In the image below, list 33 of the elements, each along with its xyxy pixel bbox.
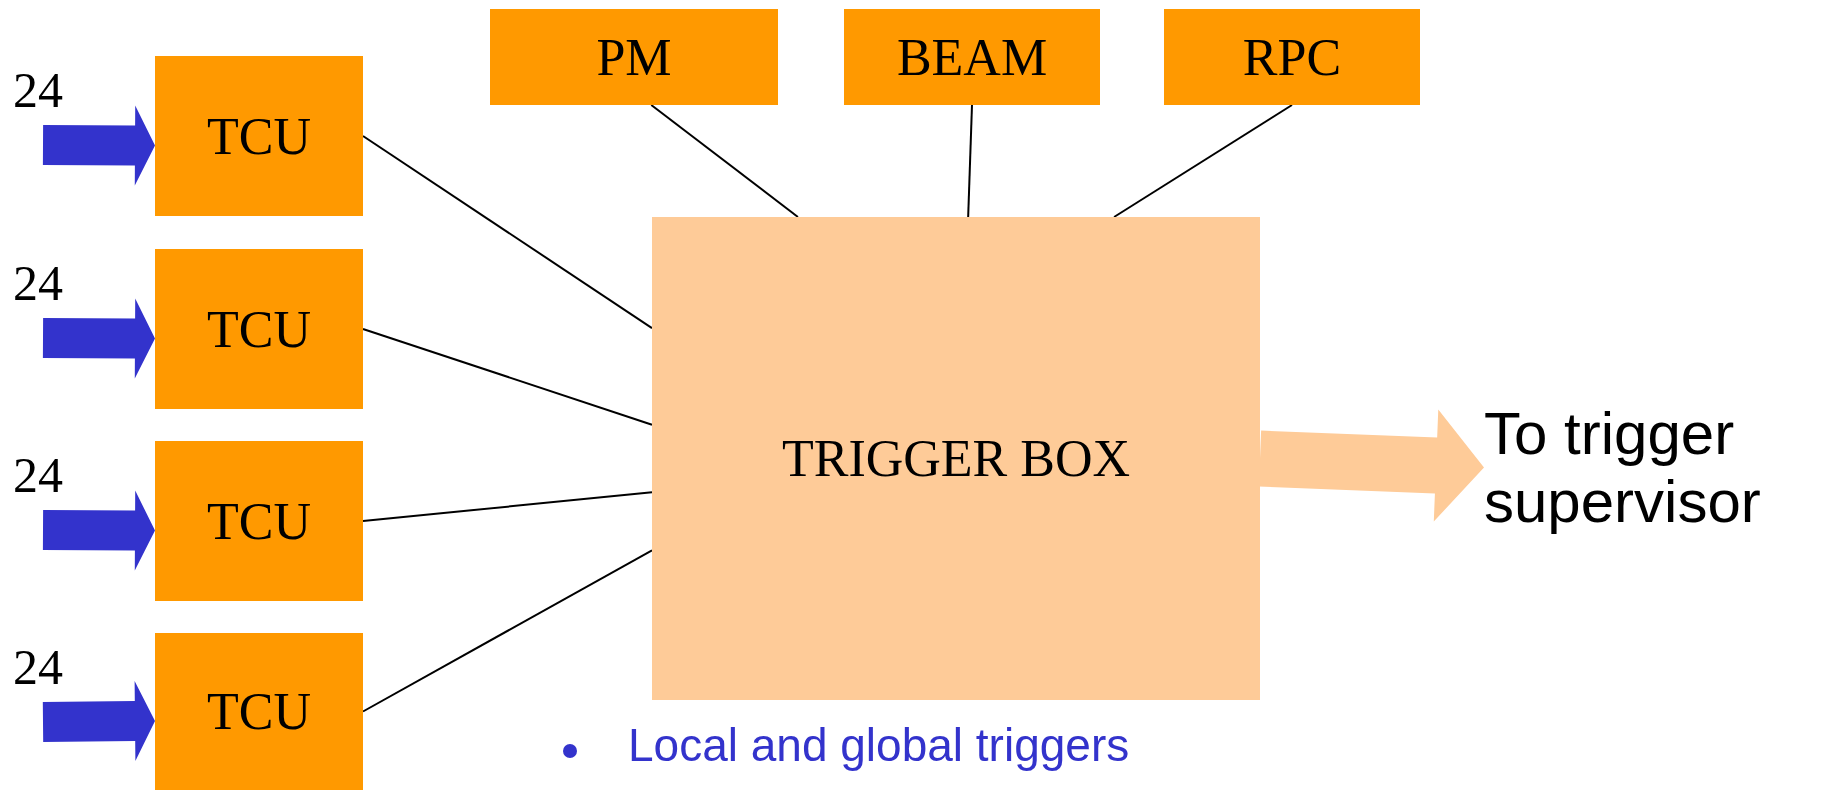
edge-label: 24	[13, 65, 63, 115]
box-label: TRIGGER BOX	[781, 429, 1131, 488]
edge-label: 24	[13, 258, 63, 308]
box-label: RPC	[1242, 27, 1342, 87]
unit-box	[155, 441, 363, 601]
unit-box	[844, 9, 1100, 105]
connector-line	[362, 328, 653, 426]
connector-line	[362, 135, 653, 330]
unit-box	[155, 249, 363, 409]
block-arrow	[42, 490, 155, 571]
trigger-box	[652, 217, 1260, 700]
connector-line	[1113, 104, 1293, 218]
connector-line	[967, 104, 973, 218]
block-arrow	[1258, 409, 1484, 522]
unit-box	[1164, 9, 1420, 105]
box-label: BEAM	[896, 27, 1048, 87]
edge-label: 24	[13, 642, 63, 692]
box-label: PM	[596, 27, 672, 87]
box-label: TCU	[207, 682, 311, 741]
box-label: TCU	[207, 299, 311, 359]
edge-label: 24	[13, 450, 63, 500]
block-arrow	[42, 298, 155, 379]
block-arrow	[42, 681, 155, 762]
unit-box	[490, 9, 778, 105]
connector-line	[362, 549, 653, 713]
connector-line	[650, 104, 799, 218]
box-label: TCU	[207, 106, 311, 166]
connector-line	[362, 491, 653, 522]
box-label: TCU	[207, 491, 311, 551]
unit-box	[155, 56, 363, 216]
block-arrow	[42, 105, 155, 186]
unit-box	[155, 633, 363, 790]
destination-label: To trigger supervisor	[1484, 400, 1762, 535]
